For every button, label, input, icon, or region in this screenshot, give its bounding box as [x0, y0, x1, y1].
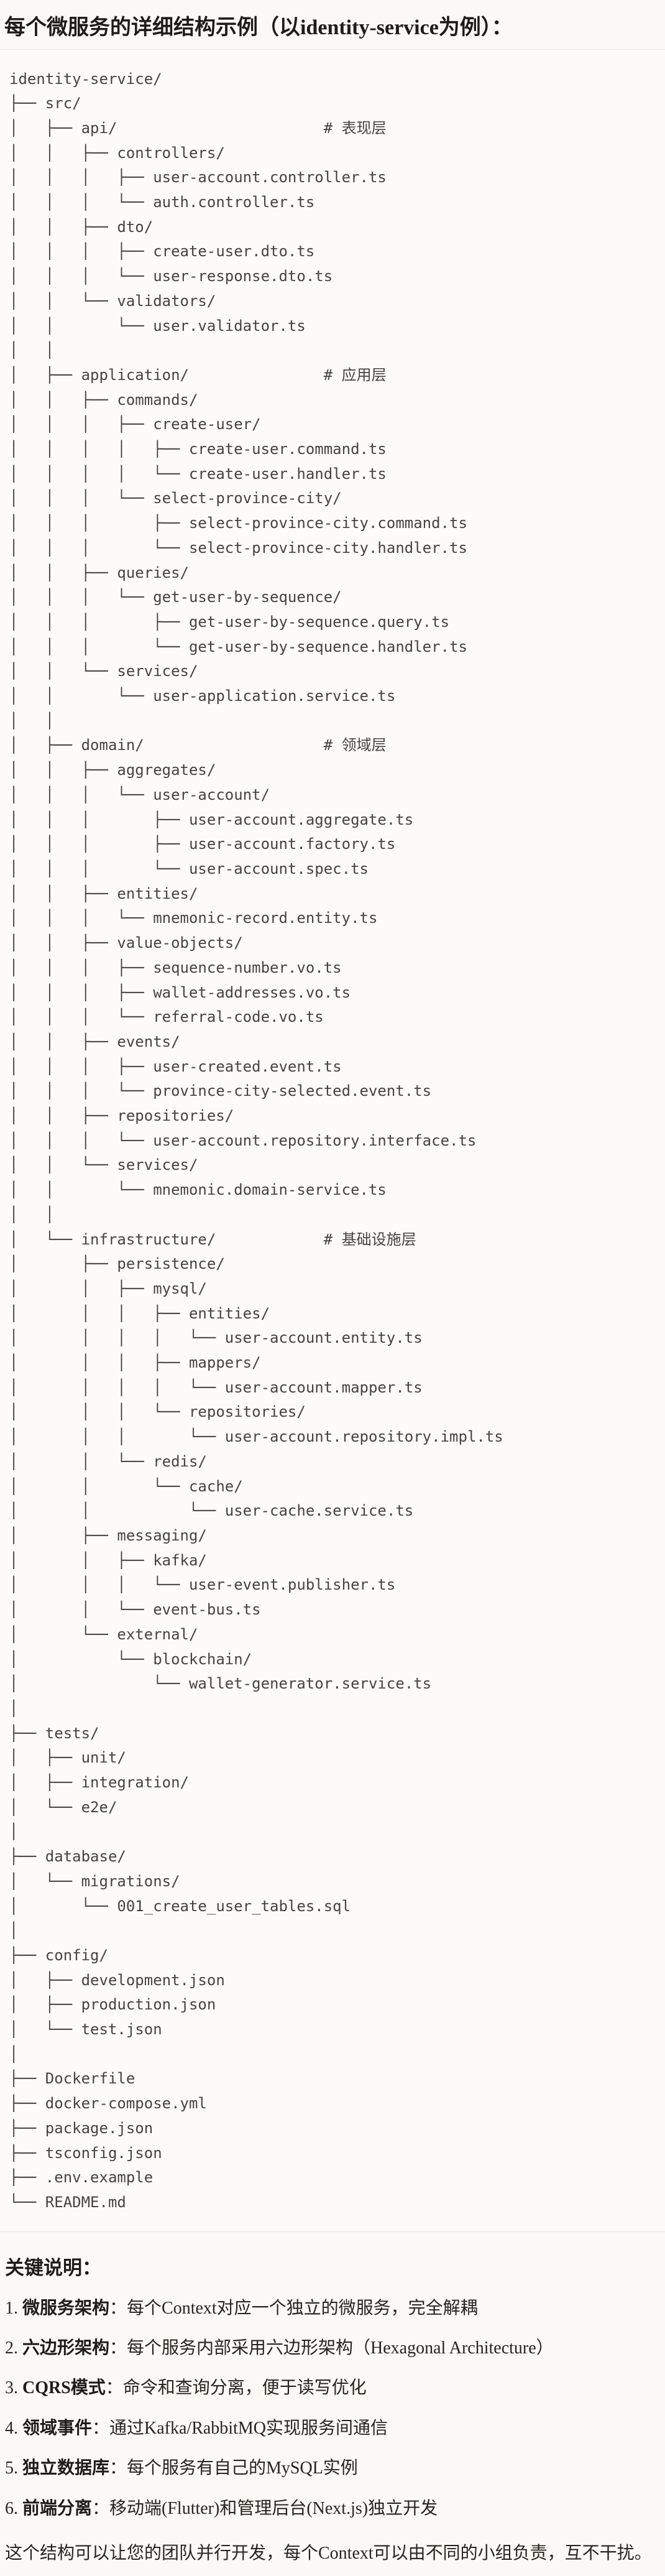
note-label: 独立数据库 [22, 2458, 110, 2478]
note-number: 5. [5, 2458, 22, 2478]
note-label: CQRS模式 [22, 2378, 106, 2398]
note-item: 4. 领域事件：通过Kafka/RabbitMQ实现服务间通信 [5, 2417, 659, 2440]
notes-section: 关键说明： 1. 微服务架构：每个Context对应一个独立的微服务，完全解耦 2… [0, 2232, 665, 2576]
directory-tree: identity-service/ ├── src/ │ ├── api/ # … [9, 70, 503, 2211]
notes-list: 1. 微服务架构：每个Context对应一个独立的微服务，完全解耦 2. 六边形架… [5, 2297, 659, 2520]
note-item: 2. 六边形架构：每个服务内部采用六边形架构（Hexagonal Archite… [5, 2337, 659, 2360]
note-number: 1. [5, 2298, 22, 2318]
note-number: 6. [5, 2498, 22, 2518]
note-text: ：每个服务内部采用六边形架构（Hexagonal Architecture） [109, 2338, 554, 2358]
note-number: 3. [5, 2378, 22, 2398]
note-number: 4. [5, 2418, 22, 2438]
closing-paragraph: 这个结构可以让您的团队并行开发，每个Context可以由不同的小组负责，互不干扰… [5, 2544, 652, 2564]
note-item: 5. 独立数据库：每个服务有自己的MySQL实例 [5, 2457, 659, 2480]
note-item: 6. 前端分离：移动端(Flutter)和管理后台(Next.js)独立开发 [5, 2498, 659, 2520]
note-text: ：每个服务有自己的MySQL实例 [109, 2458, 358, 2478]
note-label: 领域事件 [22, 2418, 93, 2438]
note-label: 前端分离 [22, 2498, 93, 2518]
notes-heading: 关键说明： [5, 2256, 101, 2279]
note-text: ：命令和查询分离，便于读写优化 [105, 2378, 367, 2398]
page-title: 每个微服务的详细结构示例（以identity-service为例）： [4, 16, 513, 39]
note-item: 1. 微服务架构：每个Context对应一个独立的微服务，完全解耦 [5, 2297, 659, 2320]
code-block: identity-service/ ├── src/ │ ├── api/ # … [0, 49, 665, 2232]
note-number: 2. [5, 2338, 22, 2358]
note-label: 微服务架构 [22, 2298, 110, 2318]
note-text: ：通过Kafka/RabbitMQ实现服务间通信 [92, 2418, 388, 2438]
note-text: ：移动端(Flutter)和管理后台(Next.js)独立开发 [92, 2498, 438, 2518]
note-item: 3. CQRS模式：命令和查询分离，便于读写优化 [5, 2377, 659, 2399]
note-label: 六边形架构 [22, 2338, 110, 2358]
note-text: ：每个Context对应一个独立的微服务，完全解耦 [109, 2298, 478, 2318]
